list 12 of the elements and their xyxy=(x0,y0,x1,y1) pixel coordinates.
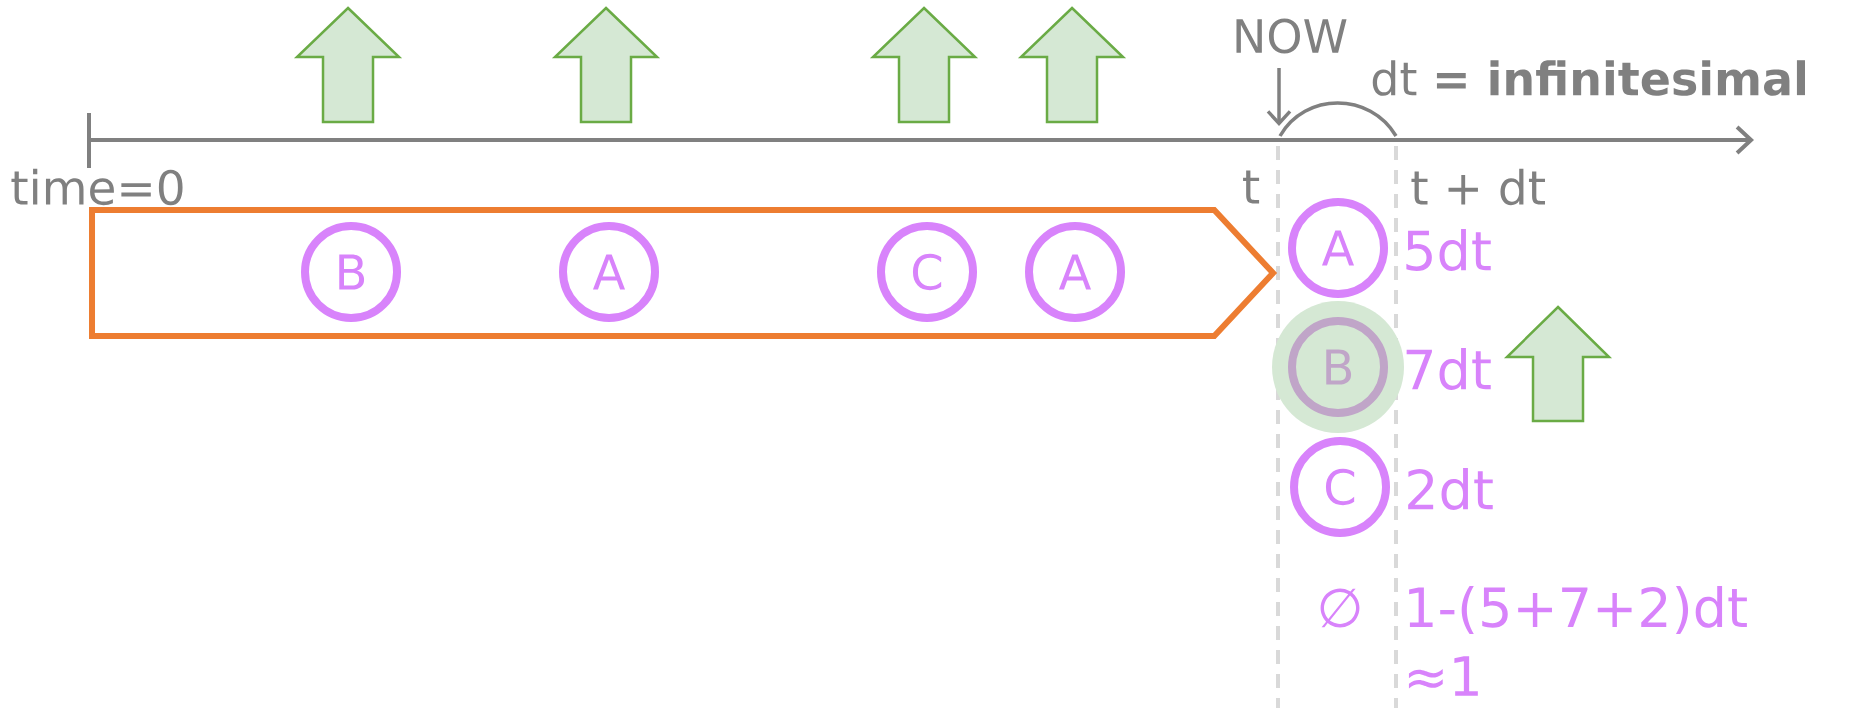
empty-set-symbol: ∅ xyxy=(1320,588,1360,628)
axis-label: t + dt xyxy=(1411,168,1545,206)
axis-label: t xyxy=(1243,170,1260,204)
axis-label: time=0 xyxy=(11,168,183,206)
rate-label: 7dt xyxy=(1406,348,1491,390)
rate-label: 2dt xyxy=(1408,468,1493,510)
chevron-shape xyxy=(89,207,1278,339)
note-text: dt = infinitesimal xyxy=(1372,60,1805,96)
rate-label: 5dt xyxy=(1406,229,1491,271)
probability-text: 1-(5+7+2)dt xyxy=(1409,585,1747,635)
probability-text: ≈1 xyxy=(1408,656,1478,696)
axis-label: NOW xyxy=(1236,18,1347,54)
